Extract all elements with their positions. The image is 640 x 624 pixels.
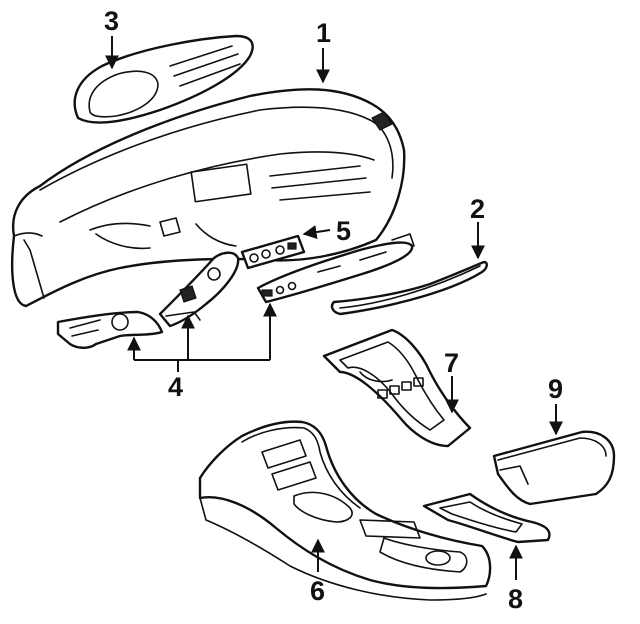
leader-lines	[105, 36, 563, 580]
trim-strip-part	[330, 260, 488, 316]
callout-8: 8	[508, 584, 523, 614]
callout-7: 7	[444, 348, 459, 378]
leader-5	[302, 225, 331, 240]
callout-2: 2	[470, 194, 485, 224]
cluster-bezel-part	[73, 34, 254, 124]
console-small-bezel-part	[422, 492, 551, 544]
callout-5: 5	[336, 216, 351, 246]
console-trim-plate-part	[322, 328, 472, 448]
callout-4: 4	[168, 372, 183, 402]
callout-3: 3	[104, 6, 119, 36]
instrument-panel-part	[10, 88, 406, 308]
callout-1: 1	[316, 18, 331, 48]
armrest-lid-part	[492, 430, 616, 506]
floor-console-part	[198, 420, 492, 601]
callout-labels: 1 2 3 4 5 6 7 8 9	[104, 6, 563, 614]
switch-bezel-upper-part	[240, 234, 306, 270]
callout-9: 9	[548, 374, 563, 404]
knee-panel-left-part	[56, 310, 164, 349]
callout-6: 6	[310, 576, 325, 606]
knee-panel-center-part	[158, 251, 240, 328]
switch-bezel-lower-part	[256, 233, 415, 304]
